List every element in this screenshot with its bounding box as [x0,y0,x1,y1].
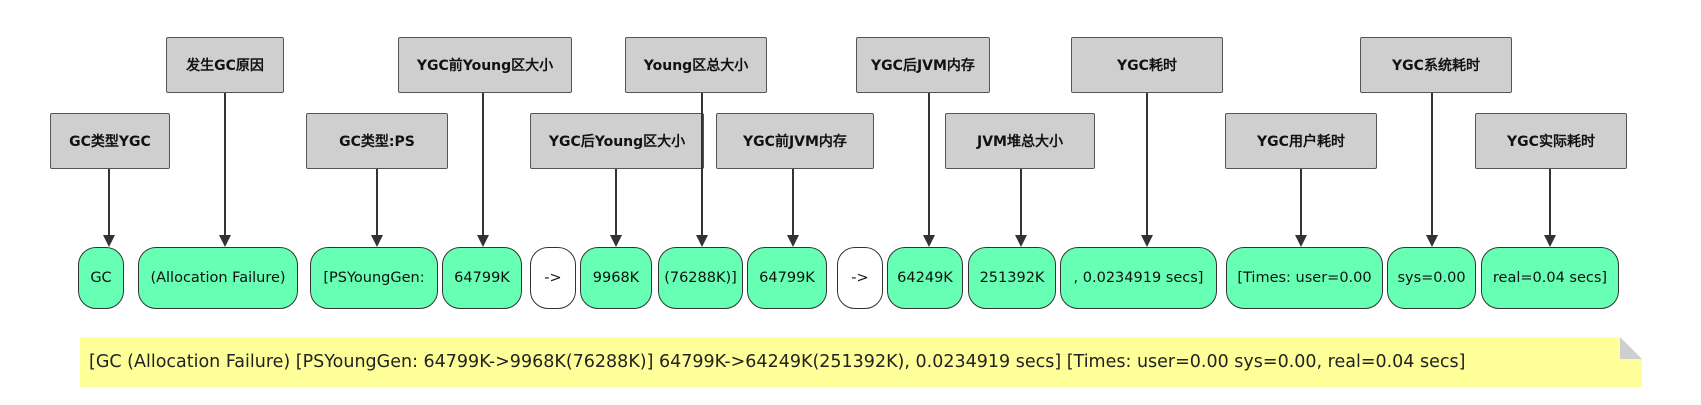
log-segment: 64799K [442,247,522,309]
connector-line [1300,169,1302,235]
log-segment: , 0.0234919 secs] [1060,247,1217,309]
field-label: 发生GC原因 [166,37,284,93]
field-label: GC类型:PS [306,113,448,169]
arrow-down-icon [923,235,935,247]
arrow-down-icon [1426,235,1438,247]
arrow-down-icon [1141,235,1153,247]
gc-log-line-note: [GC (Allocation Failure) [PSYoungGen: 64… [80,337,1642,387]
log-segment: 64249K [887,247,963,309]
log-segment: sys=0.00 [1387,247,1476,309]
arrow-down-icon [477,235,489,247]
connector-line [482,93,484,235]
field-label: JVM堆总大小 [945,113,1095,169]
arrow-down-icon [696,235,708,247]
connector-line [376,169,378,235]
field-label: Young区总大小 [625,37,767,93]
connector-line [1020,169,1022,235]
field-label: YGC用户耗时 [1225,113,1377,169]
connector-line [1549,169,1551,235]
field-label: YGC后JVM内存 [856,37,990,93]
log-segment: (Allocation Failure) [138,247,298,309]
connector-line [108,169,110,235]
arrow-down-icon [1295,235,1307,247]
connector-line [224,93,226,235]
arrow-down-icon [103,235,115,247]
arrow-operator-segment: -> [530,247,576,309]
connector-line [615,169,617,235]
log-segment: [Times: user=0.00 [1226,247,1383,309]
field-label: YGC前JVM内存 [716,113,874,169]
arrow-down-icon [787,235,799,247]
field-label: YGC耗时 [1071,37,1223,93]
field-label: YGC前Young区大小 [398,37,572,93]
field-label: YGC后Young区大小 [530,113,704,169]
connector-line [1146,93,1148,235]
arrow-operator-segment: -> [837,247,883,309]
field-label: YGC实际耗时 [1475,113,1627,169]
log-segment: [PSYoungGen: [310,247,438,309]
arrow-down-icon [1015,235,1027,247]
connector-line [701,93,703,235]
field-label: GC类型YGC [50,113,170,169]
field-label: YGC系统耗时 [1360,37,1512,93]
log-segment: 251392K [968,247,1056,309]
connector-line [1431,93,1433,235]
arrow-down-icon [1544,235,1556,247]
log-segment: real=0.04 secs] [1481,247,1619,309]
log-segment: 64799K [747,247,827,309]
log-segment: 9968K [580,247,652,309]
log-segment: GC [78,247,124,309]
arrow-down-icon [610,235,622,247]
arrow-down-icon [219,235,231,247]
connector-line [792,169,794,235]
arrow-down-icon [371,235,383,247]
log-segment: (76288K)] [658,247,743,309]
connector-line [928,93,930,235]
